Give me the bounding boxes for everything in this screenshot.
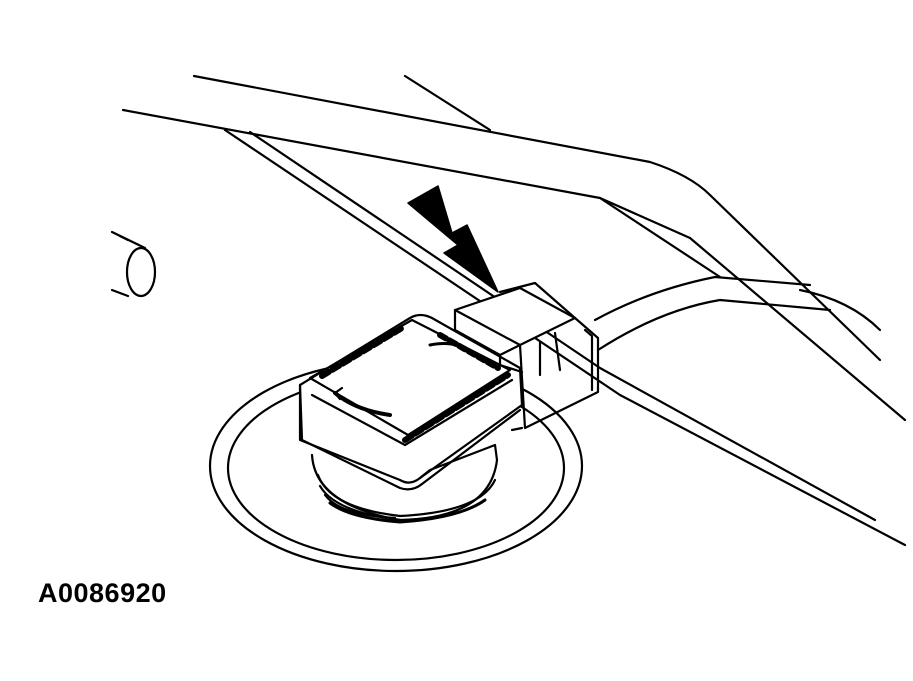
arrow-indicator-icon bbox=[407, 185, 499, 293]
sensor-base bbox=[310, 453, 499, 524]
sensor-cap-icon bbox=[298, 313, 524, 491]
frame-rails bbox=[121, 74, 907, 547]
wire-harness bbox=[593, 275, 832, 352]
tube-fitting bbox=[110, 230, 157, 298]
connector-icon bbox=[453, 281, 600, 432]
figure-id-label: A0086920 bbox=[38, 578, 167, 608]
